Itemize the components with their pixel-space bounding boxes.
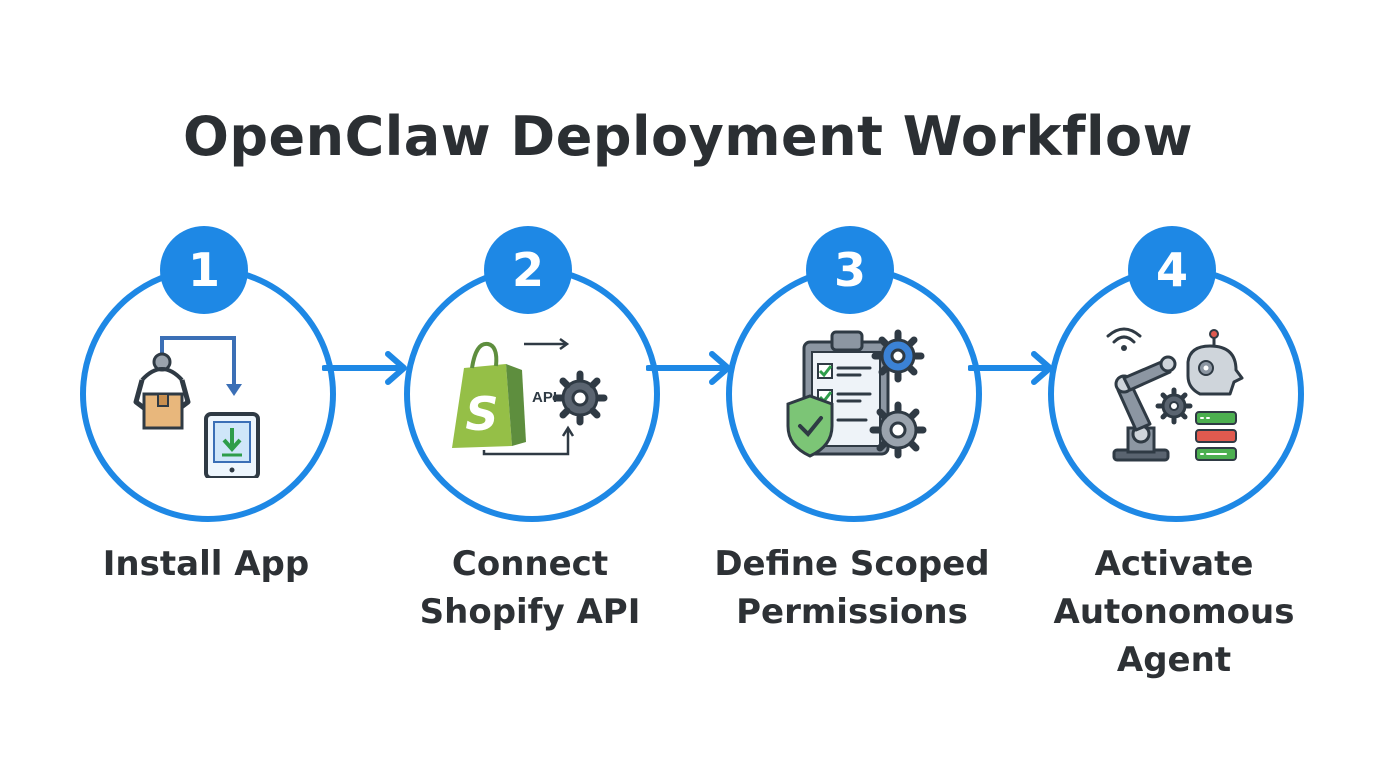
- step-define-scoped-permissions: 3: [702, 226, 1002, 686]
- arrow-icon: [646, 351, 731, 385]
- step-label: Define Scoped Permissions: [714, 544, 990, 632]
- step-number-badge: 4: [1128, 226, 1216, 314]
- step-activate-autonomous-agent: 4: [1024, 226, 1324, 686]
- api-text: API: [532, 389, 557, 406]
- arrow-icon: [322, 351, 407, 385]
- step-label: Connect Shopify API: [419, 544, 641, 632]
- step-label: Activate Autonomous Agent: [1053, 544, 1295, 680]
- step-label: Install App: [102, 544, 310, 584]
- svg-text:S: S: [465, 387, 498, 441]
- diagram-title: OpenClaw Deployment Workflow: [182, 105, 1194, 168]
- step-install-app: 1 Install App: [56, 226, 356, 686]
- robotic-claw-download-icon: [102, 318, 302, 480]
- step-number-badge: 2: [484, 226, 572, 314]
- shopify-api-gear-icon: S API: [426, 318, 626, 478]
- arrow-icon: [968, 351, 1053, 385]
- step-number-badge: 3: [806, 226, 894, 314]
- step-connect-shopify-api: 2 S API: [380, 226, 680, 686]
- robot-arm-agent-icon: [1070, 318, 1270, 478]
- step-number-badge: 1: [160, 226, 248, 314]
- checklist-shield-gears-icon: [748, 318, 948, 478]
